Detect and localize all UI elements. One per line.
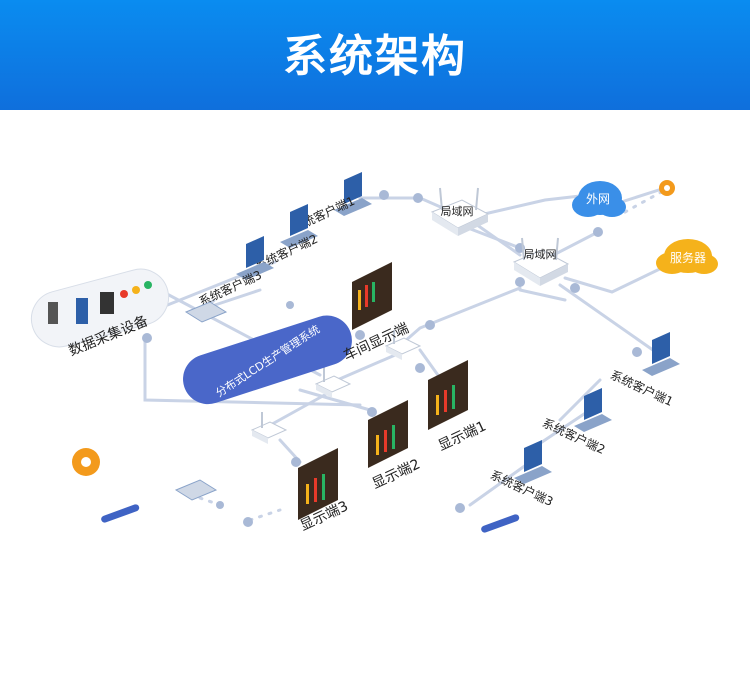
display-board-3: 显示端3 [298, 448, 351, 534]
lan-top-label: 局域网 [441, 205, 474, 218]
router-icon-mid: 局域网 [512, 237, 570, 286]
switch-icon [314, 366, 352, 398]
keyboard-icon [184, 301, 228, 323]
router-icon-top: 局域网 [430, 187, 490, 236]
switch-icon [384, 330, 422, 360]
display1-label: 显示端1 [436, 418, 489, 454]
page-title: 系统架构 [283, 31, 467, 82]
wan-label: 外网 [586, 192, 610, 206]
client-r1-label: 系统客户端1 [608, 367, 676, 409]
switch-icon [250, 412, 288, 444]
header-banner: 系统架构 [0, 0, 750, 110]
device-icon [100, 292, 114, 314]
scanner-icon [48, 302, 58, 324]
server-label: 服务器 [670, 250, 706, 265]
keyboard-icon [174, 479, 218, 501]
gear-icon [659, 180, 675, 196]
lan-mid-label: 局域网 [524, 248, 557, 261]
wan-cloud-icon: 外网 [572, 181, 626, 217]
laptop-icon: 系统客户端3 [488, 440, 556, 509]
decor-bar [101, 504, 140, 523]
device-icon [76, 298, 88, 324]
architecture-diagram: 外网 服务器 局域网 局域网 [30, 172, 718, 534]
data-collection-devices: 数据采集设备 [30, 268, 170, 359]
server-cloud-icon: 服务器 [656, 239, 718, 274]
gear-icon [72, 448, 100, 476]
laptop-icon: 系统客户端2 [540, 388, 612, 457]
decor-bar [481, 514, 520, 533]
